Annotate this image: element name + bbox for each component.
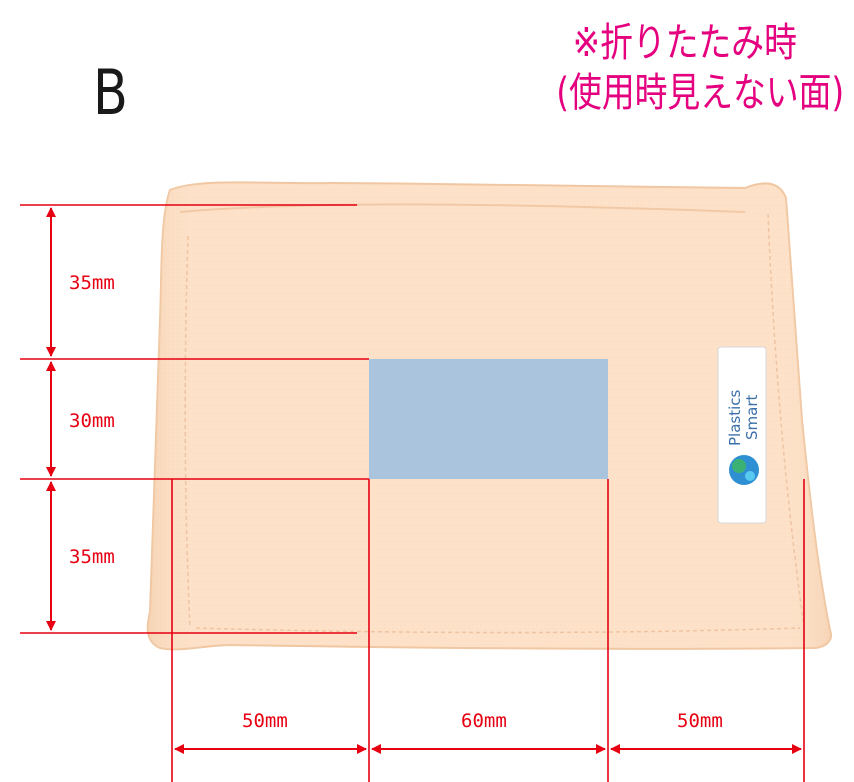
tag-text-line-1: Plastics	[726, 389, 744, 446]
dimension-lines	[20, 204, 805, 782]
note-line-2: (使用時見えない面)	[556, 70, 844, 116]
note-line-1: ※折りたたみ時	[572, 20, 797, 66]
tag-text-line-2: Smart	[743, 395, 761, 440]
dim-label-vertical-bottom: 35mm	[69, 546, 115, 568]
dim-label-horizontal-left: 50mm	[242, 710, 288, 732]
dim-label-horizontal-center: 60mm	[461, 710, 507, 732]
print-area	[369, 359, 608, 479]
dim-label-horizontal-right: 50mm	[677, 710, 723, 732]
dim-label-vertical-middle: 30mm	[69, 410, 115, 432]
folded-note: ※折りたたみ時 (使用時見えない面)	[556, 18, 844, 118]
pouch-stitching	[184, 213, 805, 634]
variant-letter: B	[93, 56, 128, 129]
plastics-smart-tag: Plastics Smart	[717, 346, 767, 524]
pouch-top-fold	[179, 203, 746, 213]
dim-label-vertical-top: 35mm	[69, 272, 115, 294]
